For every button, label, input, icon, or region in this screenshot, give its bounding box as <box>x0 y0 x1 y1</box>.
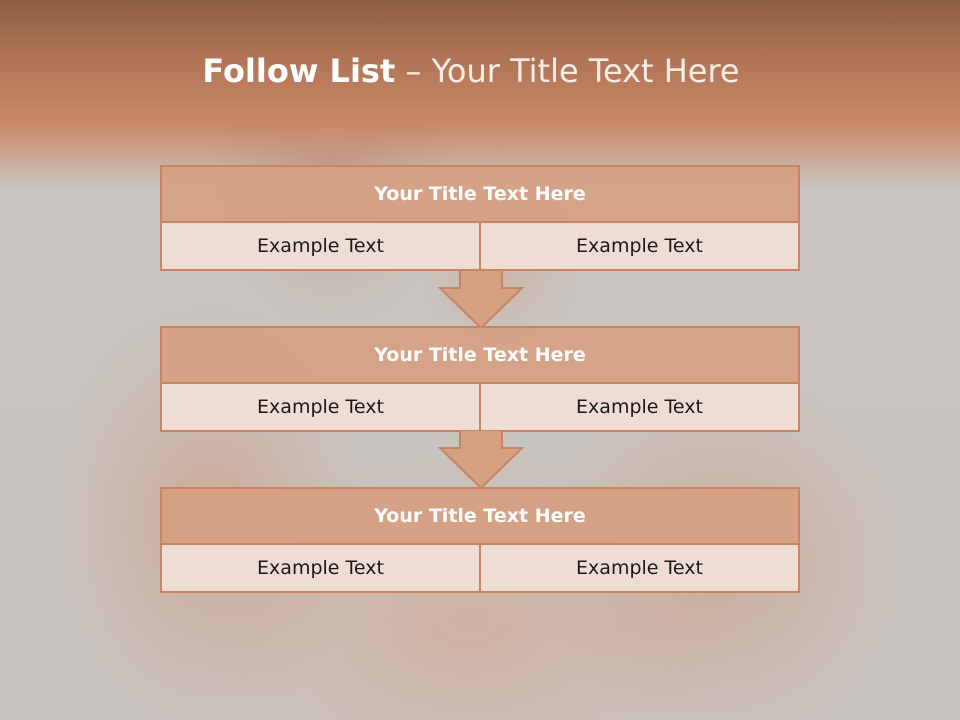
block-row: Example Text Example Text <box>160 221 800 271</box>
header-band <box>0 0 960 190</box>
block-cell-left: Example Text <box>160 382 481 432</box>
block-cell-left: Example Text <box>160 221 481 271</box>
block-cell-right: Example Text <box>479 543 800 593</box>
list-block-1: Your Title Text Here Example Text Exampl… <box>160 165 800 271</box>
slide-title-strong: Follow List <box>202 52 396 90</box>
slide-title: Follow List – Your Title Text Here <box>0 52 942 90</box>
down-arrow-icon <box>438 270 524 330</box>
block-row: Example Text Example Text <box>160 382 800 432</box>
down-arrow-icon <box>438 430 524 490</box>
block-title: Your Title Text Here <box>160 326 800 384</box>
slide-title-light: – Your Title Text Here <box>405 52 740 90</box>
list-block-2: Your Title Text Here Example Text Exampl… <box>160 326 800 432</box>
block-title: Your Title Text Here <box>160 165 800 223</box>
block-row: Example Text Example Text <box>160 543 800 593</box>
block-cell-left: Example Text <box>160 543 481 593</box>
block-cell-right: Example Text <box>479 382 800 432</box>
block-cell-right: Example Text <box>479 221 800 271</box>
block-title: Your Title Text Here <box>160 487 800 545</box>
list-block-3: Your Title Text Here Example Text Exampl… <box>160 487 800 593</box>
